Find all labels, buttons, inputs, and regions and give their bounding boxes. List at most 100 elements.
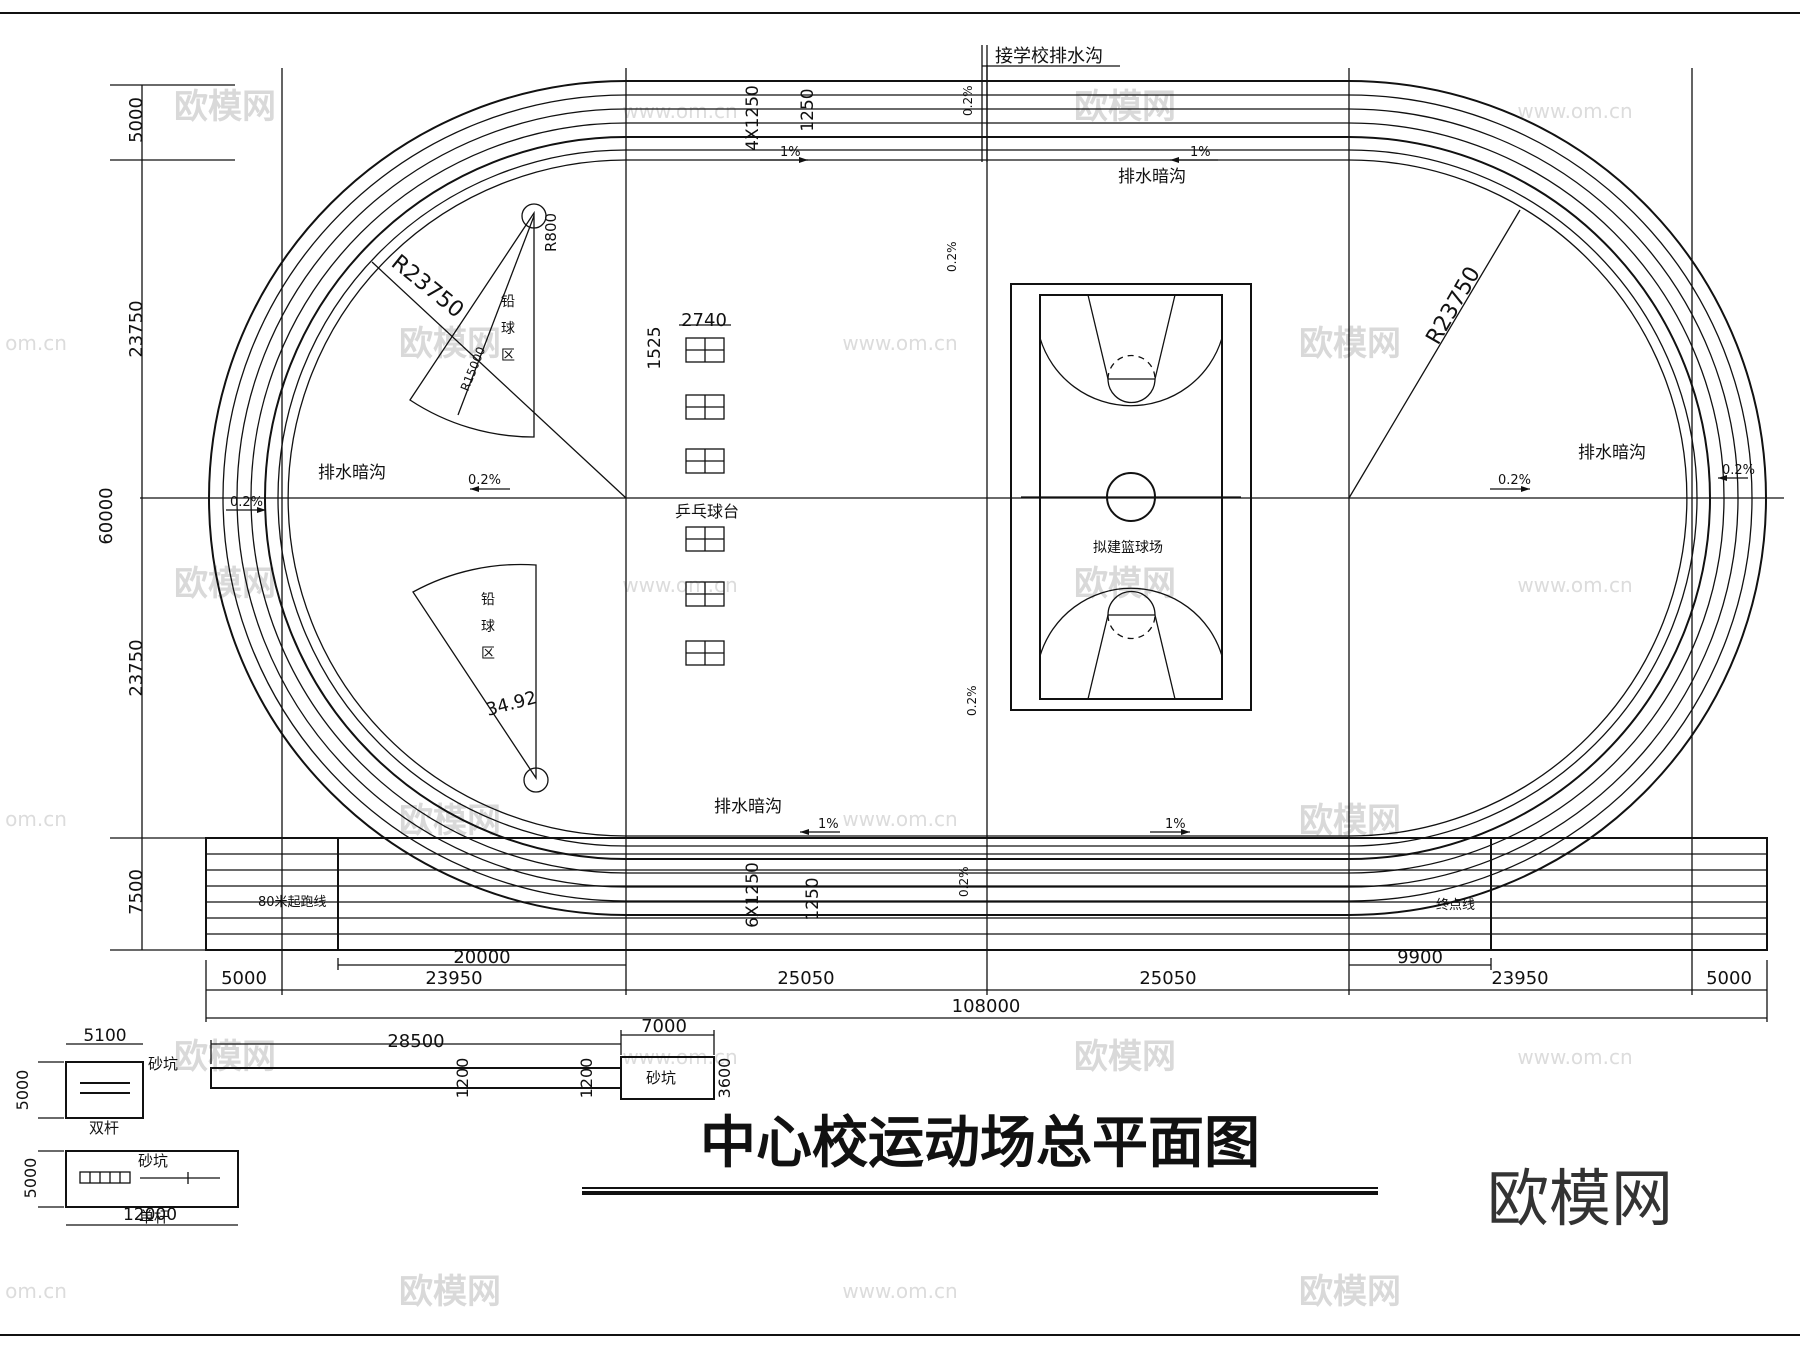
watermark-brand: 欧模网 [174, 564, 276, 604]
dimension-pit-28500: 28500 [387, 1031, 444, 1052]
watermark-url: www.om.cn [1517, 1045, 1632, 1069]
watermark-url: www.om.cn [1517, 573, 1632, 597]
dimension-table-height: 1525 [645, 326, 665, 369]
dimension-bar-5100: 5100 [83, 1026, 126, 1046]
single-bar-label: 单杆 [139, 1208, 169, 1226]
track-inner-edge [264, 136, 1711, 860]
slope-label: 0.2% [1722, 463, 1755, 478]
bottom-dimension-chain [205, 958, 1768, 1022]
ping-pong-label: 乒乓球台 [675, 502, 739, 521]
watermark-brand: 欧模网 [1299, 801, 1401, 841]
watermark-url-fragment: om.cn [5, 1279, 67, 1303]
shot-put-area-bottom [412, 563, 549, 793]
page-title: 中心校运动场总平面图 [700, 1111, 1260, 1176]
dimension-h-20000: 20000 [453, 947, 510, 968]
slope-label: 0.2% [957, 867, 971, 898]
drain-bottom-label: 排水暗沟 [714, 797, 782, 817]
dimension-h-5000-left: 5000 [221, 968, 267, 989]
left-dimension-chain [110, 84, 235, 951]
dimension-pit-3600: 3600 [715, 1058, 734, 1099]
dimension-h-23950-right: 23950 [1491, 968, 1548, 989]
slope-label: 0.2% [468, 473, 501, 488]
dimension-v-upper: 23750 [126, 300, 147, 357]
dimension-h-25050-left: 25050 [777, 968, 834, 989]
brand-logo-text: 欧模网 [1487, 1162, 1673, 1235]
sand-pit-label: 砂坑 [148, 1055, 178, 1073]
slope-label: 1% [818, 817, 839, 832]
sprint-straight [205, 837, 1768, 951]
shot-put-label-bottom: 铅 [481, 592, 495, 608]
shot-put-label-bottom: 区 [481, 646, 495, 662]
watermark-url-fragment: om.cn [5, 331, 67, 355]
dimension-bar-12000: 12000 [123, 1205, 177, 1225]
dimension-table-width: 2740 [681, 310, 727, 331]
slope-label: 0.2% [945, 242, 959, 273]
watermarks: 欧模网 www.om.cn 欧模网 www.om.cn om.cn 欧模网 ww… [5, 87, 1633, 1312]
watermark-brand: 欧模网 [174, 1037, 276, 1077]
radius-label-right: R23750 [1422, 263, 1486, 349]
basketball-label: 拟建篮球场 [1093, 540, 1163, 556]
watermark-url: www.om.cn [1517, 99, 1632, 123]
sprint-lanes-box [205, 837, 1768, 951]
shot-put-label-top: 铅 [501, 294, 515, 310]
shot-put-label-bottom: 球 [481, 619, 495, 635]
radius-line-left [371, 261, 627, 499]
dimension-lane-bottom: 1250 [803, 877, 823, 920]
reference-lines [140, 65, 1784, 960]
watermark-brand: 欧模网 [399, 1272, 501, 1312]
finish-line-label: 终点线 [1436, 897, 1475, 913]
ping-pong-tables [679, 324, 731, 666]
slope-label: 1% [1165, 817, 1186, 832]
dimension-h-25050-right: 25050 [1139, 968, 1196, 989]
slope-label: 0.2% [230, 495, 263, 510]
school-drain-label: 接学校排水沟 [995, 46, 1103, 67]
start-line-label: 80米起跑线 [258, 895, 327, 910]
shot-put-area-top [409, 203, 547, 438]
dimension-pit-7000: 7000 [641, 1016, 687, 1037]
shot-put-label-top: 区 [501, 348, 515, 364]
shot-put-label-top: 球 [501, 321, 515, 337]
watermark-url-fragment: om.cn [5, 807, 67, 831]
dimension-r800: R800 [542, 213, 560, 252]
dimension-lanes-bottom: 6X1250 [743, 862, 763, 928]
dimension-bar-5000: 5000 [21, 1158, 40, 1199]
watermark-brand: 欧模网 [1299, 324, 1401, 364]
dimension-h-9900: 9900 [1397, 947, 1443, 968]
watermark-url: www.om.cn [622, 99, 737, 123]
watermark-brand: 欧模网 [399, 324, 501, 364]
dimension-lane-top: 1250 [798, 88, 818, 131]
drain-right-label: 排水暗沟 [1578, 443, 1646, 463]
drain-left-label: 排水暗沟 [318, 463, 386, 483]
slope-label: 1% [780, 145, 801, 160]
watermark-brand: 欧模网 [1074, 1037, 1176, 1077]
running-track [208, 80, 1767, 916]
dimension-v-lower: 23750 [126, 639, 147, 696]
single-bar [38, 1150, 239, 1226]
track-outer-edge [208, 80, 1767, 916]
watermark-brand: 欧模网 [1299, 1272, 1401, 1312]
watermark-url: www.om.cn [842, 807, 957, 831]
dimension-v-top: 5000 [126, 97, 147, 143]
watermark-url: www.om.cn [842, 331, 957, 355]
parallel-bars [38, 1043, 144, 1119]
watermark-url: www.om.cn [622, 573, 737, 597]
double-bar-label: 双杆 [89, 1119, 119, 1137]
dimension-h-total: 108000 [952, 996, 1021, 1017]
dimension-h-5000-right: 5000 [1706, 968, 1752, 989]
dimension-v-bottom: 7500 [126, 869, 147, 915]
watermark-url: www.om.cn [842, 1279, 957, 1303]
dimension-pit-1200: 1200 [577, 1058, 596, 1099]
field-drain-line [277, 149, 1698, 847]
dimension-v-total: 60000 [96, 487, 117, 544]
basketball-court [1010, 283, 1252, 711]
dimension-angle: 34.92 [484, 687, 539, 721]
watermark-brand: 欧模网 [399, 801, 501, 841]
sand-pit-label: 砂坑 [646, 1069, 676, 1087]
dimension-pit-1200: 1200 [453, 1058, 472, 1099]
radius-line-right [1348, 209, 1521, 499]
watermark-brand: 欧模网 [174, 87, 276, 127]
watermark-brand: 欧模网 [1074, 87, 1176, 127]
dimension-h-23950-left: 23950 [425, 968, 482, 989]
drain-top-label: 排水暗沟 [1118, 167, 1186, 187]
